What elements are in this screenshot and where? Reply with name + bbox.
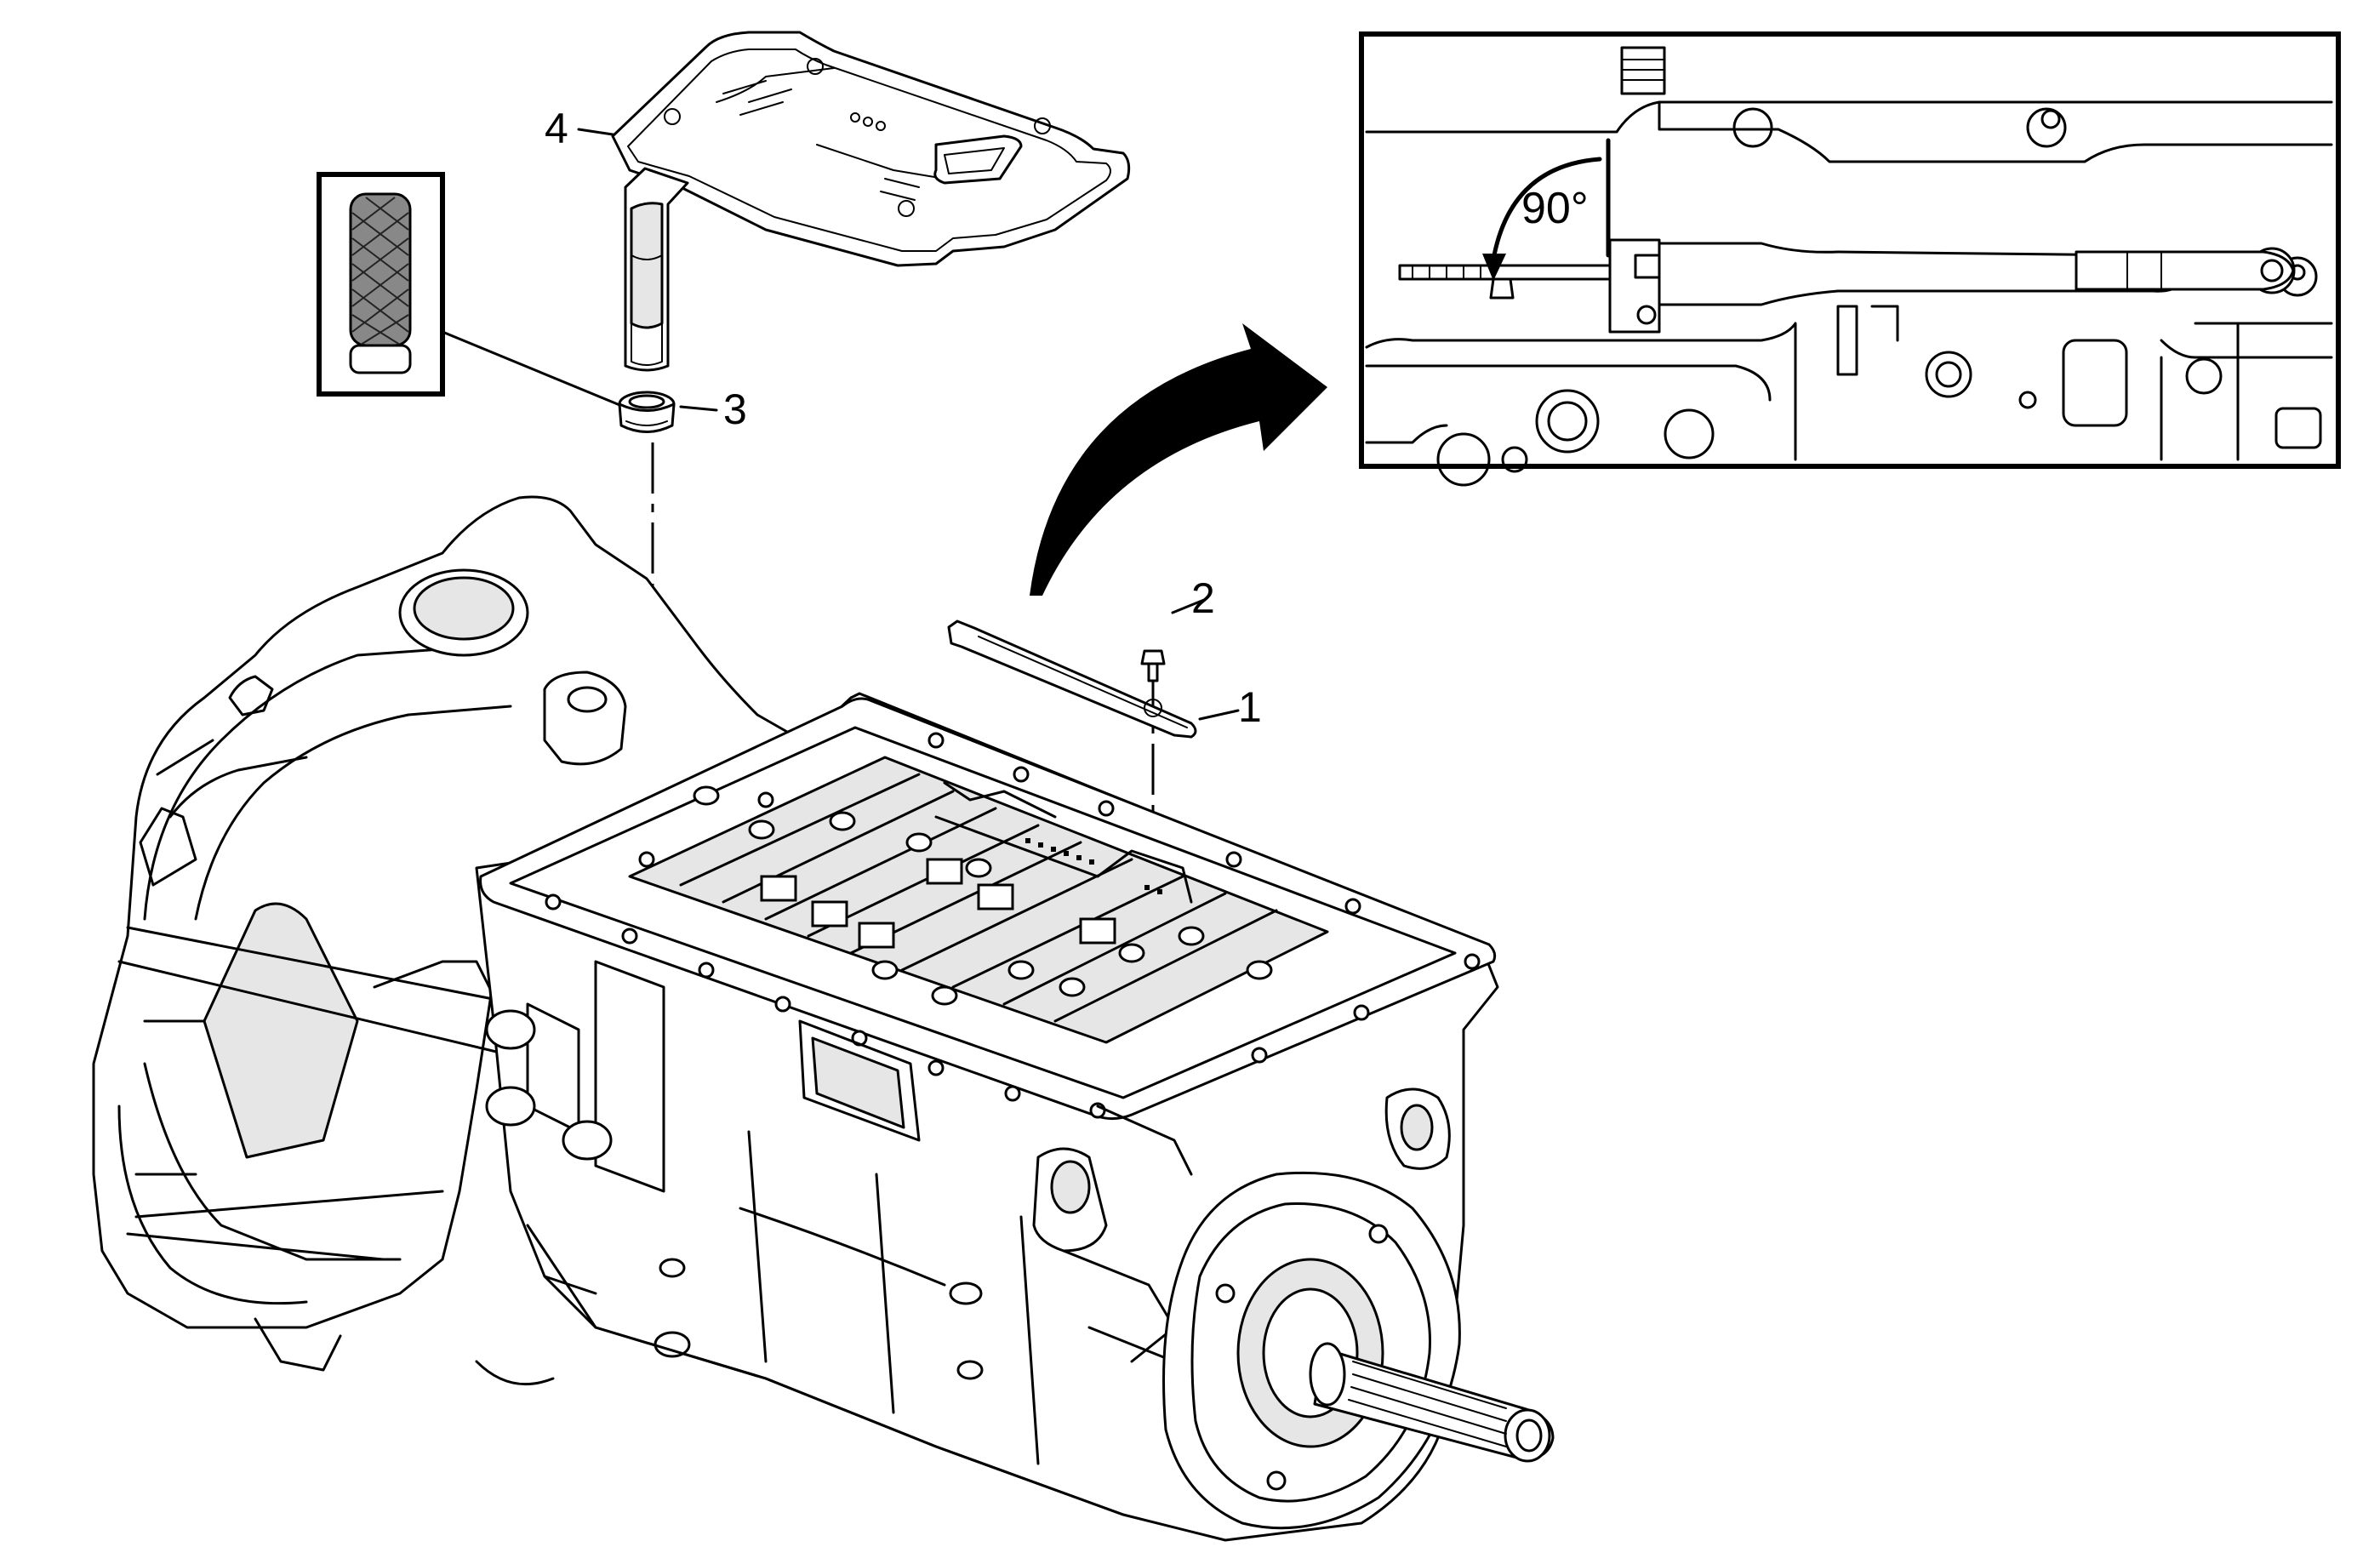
callout-1: 1 (1198, 683, 1262, 731)
callout-4: 4 (545, 105, 614, 152)
callout-2: 2 (1171, 574, 1215, 622)
valve-body (628, 756, 1329, 1044)
inset-stud (1620, 46, 1666, 95)
angle-indicator: 90° (1482, 138, 1611, 281)
shift-detent-lever (947, 619, 1197, 739)
transmission-assembly (92, 495, 1555, 1542)
angle-label: 90° (1521, 184, 1589, 233)
svg-text:2: 2 (1191, 574, 1215, 622)
svg-text:4: 4 (545, 105, 568, 152)
oil-filter-assembly (611, 31, 1131, 433)
filter-screen-inset (317, 172, 630, 410)
curved-arrow-icon (1030, 323, 1327, 596)
inset-detent-lever (1398, 238, 2296, 334)
filter-seal (618, 391, 676, 433)
bolt (1140, 649, 1166, 682)
callout-3: 3 (679, 385, 747, 433)
svg-text:3: 3 (723, 385, 747, 433)
inset-detail-view: 90° (1359, 31, 2341, 487)
extension-housing (1162, 1171, 1461, 1530)
svg-text:1: 1 (1238, 683, 1262, 731)
output-shaft (1309, 1342, 1555, 1463)
